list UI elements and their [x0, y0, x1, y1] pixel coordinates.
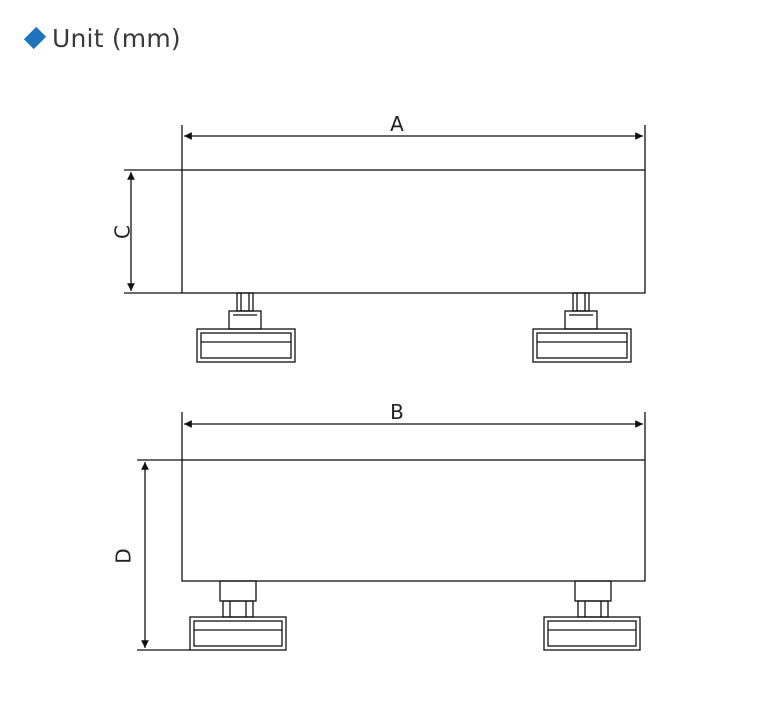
dimension-label-d: D — [112, 548, 136, 563]
side-body — [181, 459, 646, 582]
unit-label: Unit (mm) — [52, 23, 181, 53]
front-foot-right — [532, 292, 632, 363]
dimension-label-c: C — [111, 225, 135, 239]
section-heading: Unit (mm) — [23, 20, 181, 56]
front-foot-left — [196, 292, 296, 363]
front-view — [124, 125, 646, 363]
dimension-label-b: B — [390, 400, 404, 424]
dimension-label-a: A — [390, 112, 404, 136]
side-foot-right — [543, 580, 641, 651]
side-foot-left — [189, 580, 287, 651]
side-view — [137, 412, 646, 651]
front-body — [181, 169, 646, 294]
